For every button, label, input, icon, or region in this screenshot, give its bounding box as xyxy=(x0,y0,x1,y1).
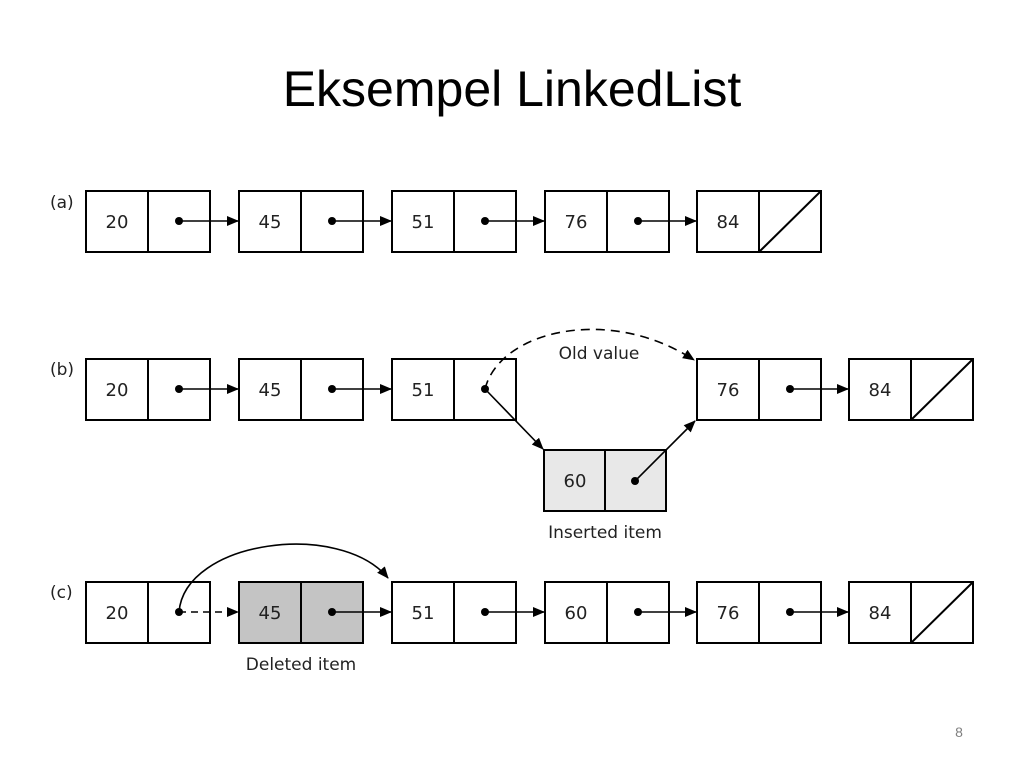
row-c-node-1: 20 xyxy=(85,581,211,644)
row-c-node-84: 84 xyxy=(848,581,974,644)
inserted-item-caption: Inserted item xyxy=(548,523,662,543)
page-number: 8 xyxy=(955,724,963,740)
node-value: 60 xyxy=(564,471,587,492)
row-c-label: (c) xyxy=(50,583,73,603)
node-value: 76 xyxy=(717,603,740,624)
row-a-label: (a) xyxy=(50,193,74,213)
node-value: 84 xyxy=(869,603,892,624)
node-value: 84 xyxy=(717,212,740,233)
node-value: 60 xyxy=(565,603,588,624)
node-value: 20 xyxy=(106,212,129,233)
slide-title: Eksempel LinkedList xyxy=(282,61,742,117)
node-value: 20 xyxy=(106,603,129,624)
node-value: 45 xyxy=(259,212,282,233)
bypass-pointer-arrow xyxy=(178,543,389,613)
node-value: 76 xyxy=(565,212,588,233)
node-value: 51 xyxy=(412,603,435,624)
null-pointer-slash xyxy=(910,581,974,644)
null-pointer-slash xyxy=(910,358,974,421)
inserted-node: 60 xyxy=(543,449,667,512)
row-a-node-5: 84 xyxy=(696,190,822,253)
node-value: 84 xyxy=(869,380,892,401)
inserted-pointer-arrow xyxy=(634,420,696,482)
deleted-item-caption: Deleted item xyxy=(246,655,356,675)
node-value: 45 xyxy=(259,603,282,624)
old-pointer-dashed-arrow xyxy=(484,328,695,390)
node-value: 45 xyxy=(259,380,282,401)
node-value: 76 xyxy=(717,380,740,401)
node-value: 20 xyxy=(106,380,129,401)
new-pointer-arrow xyxy=(484,388,544,450)
node-value: 51 xyxy=(412,212,435,233)
row-b-node-84: 84 xyxy=(848,358,974,421)
old-value-caption: Old value xyxy=(559,344,640,364)
node-value: 51 xyxy=(412,380,435,401)
row-a-node-2: 45 xyxy=(238,190,364,253)
null-pointer-slash xyxy=(758,190,822,253)
row-b-label: (b) xyxy=(50,360,74,380)
row-b-node-3: 51 xyxy=(391,358,517,421)
